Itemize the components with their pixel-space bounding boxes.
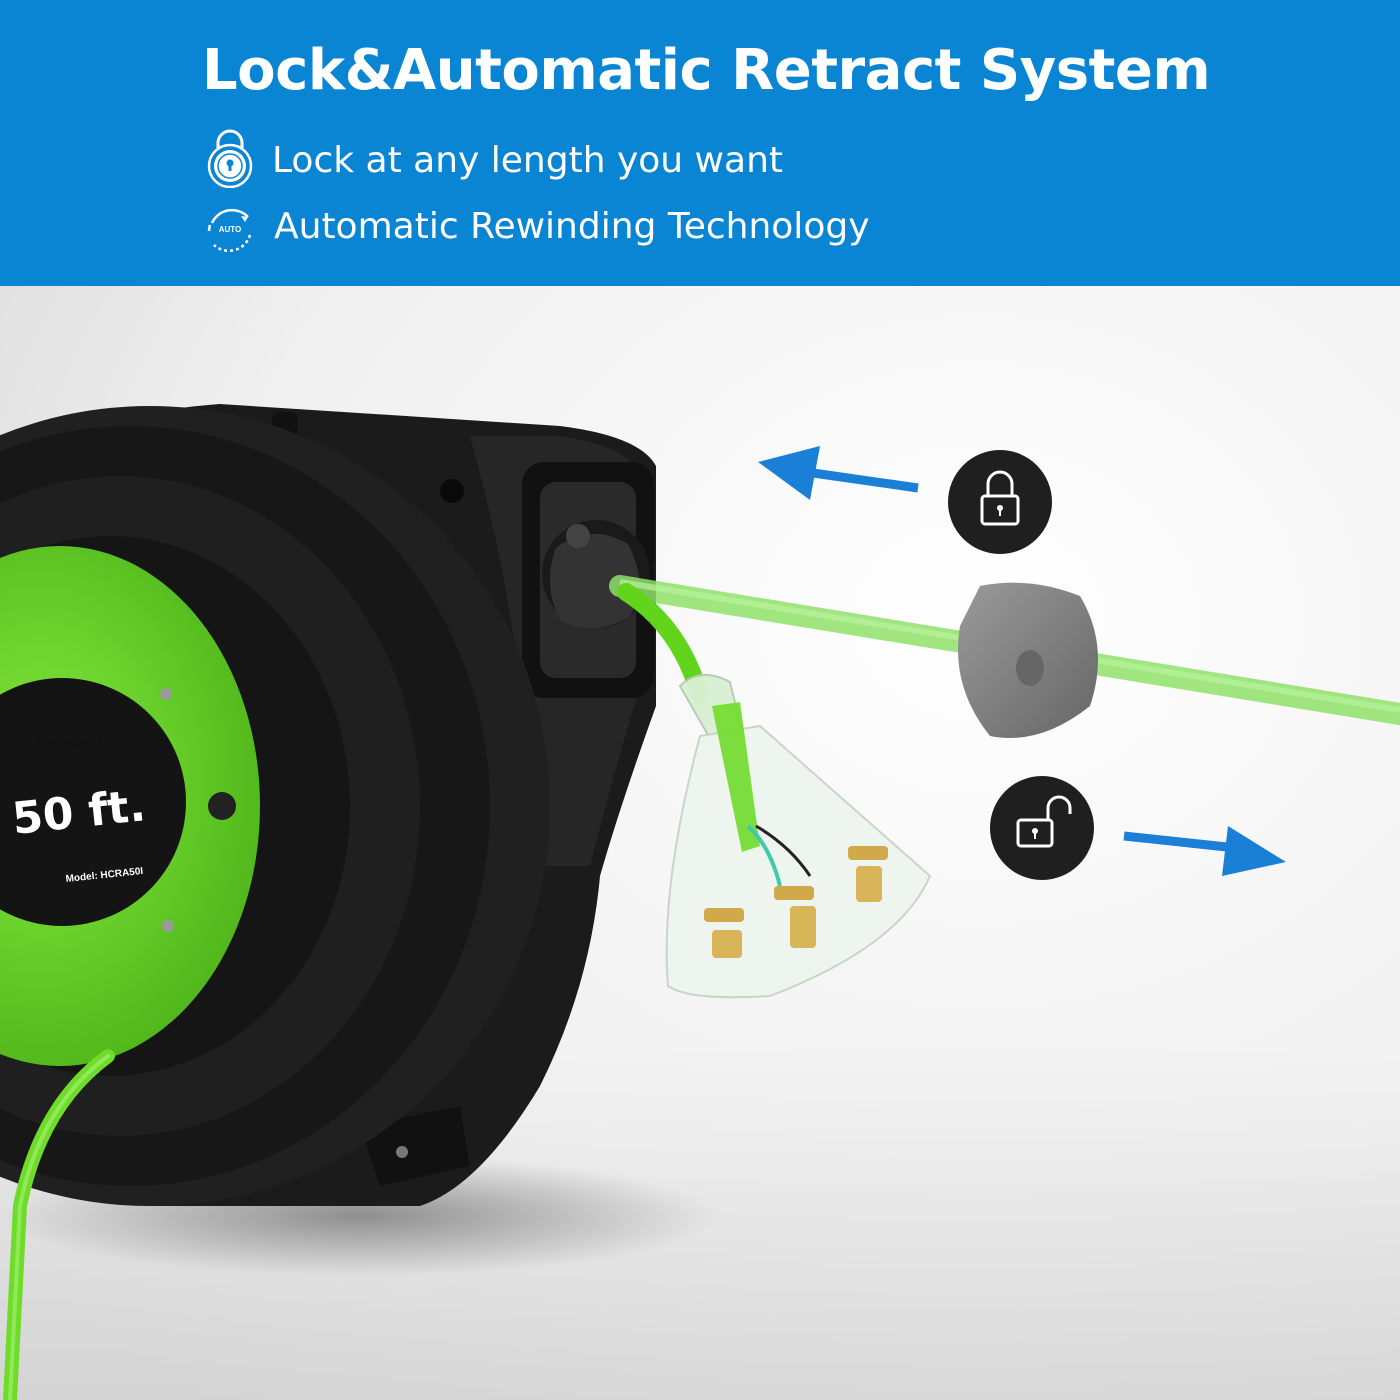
brand-label: dewenwils <box>36 733 111 750</box>
auto-rewind-icon: AUTO <box>207 208 252 253</box>
banner-title: Lock&Automatic Retract System <box>202 38 1211 103</box>
auto-icon-label: AUTO <box>219 225 242 234</box>
arrow-right-icon <box>1123 826 1286 876</box>
cord-stop-ball <box>958 582 1098 738</box>
lock-closed-icon <box>948 450 1052 554</box>
header-banner: Lock&Automatic Retract System Lock at an… <box>0 0 1400 286</box>
lock-open-icon <box>990 776 1094 880</box>
product-illustration: dewenwils 50 ft. Model: HCRA50I <box>0 286 1400 1400</box>
product-scene: dewenwils 50 ft. Model: HCRA50I <box>0 286 1400 1400</box>
feature-auto-rewind-text: Automatic Rewinding Technology <box>274 206 870 247</box>
feature-lock-text: Lock at any length you want <box>272 140 783 181</box>
triple-outlet-plug <box>665 674 932 999</box>
padlock-icon <box>207 129 253 188</box>
arrow-left-icon <box>758 446 919 500</box>
reel-face: dewenwils 50 ft. Model: HCRA50I <box>0 406 550 1400</box>
